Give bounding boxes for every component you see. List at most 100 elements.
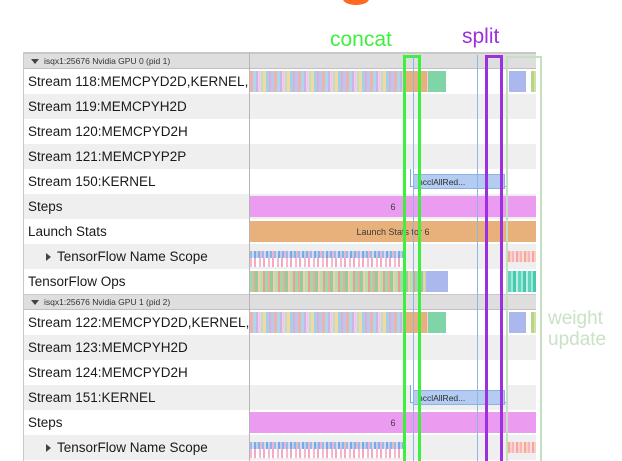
nccl-allreduce-chip[interactable]: ncclAllRed... (413, 390, 505, 405)
event-bar (250, 271, 426, 292)
group-header-1[interactable]: isqx1:25676 Nvidia GPU 1 (pid 2) (24, 294, 536, 310)
timeline-row[interactable]: Stream 124:MEMCPYD2H (24, 360, 536, 385)
launch-stats-bar-label: Launch Stats for 6 (356, 226, 430, 237)
row-track[interactable] (250, 335, 536, 360)
row-label-text: Stream 119:MEMCPYH2D (28, 99, 187, 114)
event-bar (405, 312, 427, 333)
row-label-text: TensorFlow Name Scope (57, 249, 208, 264)
row-label-text: Stream 118:MEMCPYD2D,KERNEL,MI (28, 74, 249, 89)
annotation-split: split (462, 25, 500, 48)
timeline-panel[interactable]: isqx1:25676 Nvidia GPU 0 (pid 1) Stream 1… (23, 52, 536, 461)
row-track[interactable] (250, 269, 536, 294)
timeline-row[interactable]: Steps 6 (24, 410, 536, 435)
row-label-text: Steps (28, 199, 63, 214)
event-bar (531, 71, 536, 92)
row-label[interactable]: TensorFlow Ops (24, 274, 249, 289)
row-track[interactable]: 6 (250, 194, 536, 219)
nccl-allreduce-chip[interactable]: ncclAllRed... (413, 174, 505, 189)
row-label[interactable]: Stream 119:MEMCPYH2D (24, 99, 249, 114)
row-label-text: Stream 124:MEMCPYD2H (28, 365, 188, 380)
event-bar (250, 251, 405, 262)
chevron-down-icon[interactable] (31, 299, 39, 305)
row-label[interactable]: Stream 120:MEMCPYD2H (24, 124, 249, 139)
row-label-text: Stream 120:MEMCPYD2H (28, 124, 188, 139)
row-track[interactable] (250, 310, 536, 335)
nccl-allreduce-chip-label: ncclAllRed... (418, 392, 466, 403)
timeline-row[interactable]: TensorFlow Name Scope (24, 435, 536, 460)
group-header-label: isqx1:25676 Nvidia GPU 0 (pid 1) (44, 56, 171, 66)
event-bar (250, 312, 428, 333)
row-label-text: Stream 123:MEMCPYH2D (28, 340, 188, 355)
nccl-allreduce-chip-label: ncclAllRed... (418, 176, 466, 187)
chevron-down-icon[interactable] (31, 58, 39, 64)
event-bar: Launch Stats for 6 (250, 221, 536, 242)
steps-bar-label: 6 (390, 201, 396, 212)
chevron-right-icon[interactable] (46, 444, 51, 453)
timeline-row[interactable]: Stream 120:MEMCPYD2H (24, 119, 536, 144)
row-label[interactable]: Stream 123:MEMCPYH2D (24, 340, 249, 355)
event-bar (428, 312, 446, 333)
event-bar (508, 251, 536, 262)
row-track[interactable] (250, 360, 536, 385)
row-track[interactable] (250, 94, 536, 119)
group-header-label: isqx1:25676 Nvidia GPU 1 (pid 2) (44, 297, 171, 307)
event-bar (428, 71, 446, 92)
row-track[interactable]: 6 (250, 410, 536, 435)
annotation-concat: concat (330, 28, 392, 51)
row-label[interactable]: TensorFlow Name Scope (24, 249, 249, 264)
event-bar (250, 258, 405, 267)
row-label-text: TensorFlow Ops (28, 274, 126, 289)
row-label-text: Stream 151:KERNEL (28, 390, 156, 405)
annotation-weight-update-line1: weight (548, 308, 603, 329)
row-label[interactable]: Launch Stats (24, 224, 249, 239)
row-label[interactable]: Stream 151:KERNEL (24, 390, 249, 405)
event-bar (531, 312, 536, 333)
timeline-row[interactable]: Stream 121:MEMCPYP2P (24, 144, 536, 169)
row-label[interactable]: Stream 118:MEMCPYD2D,KERNEL,MI (24, 74, 249, 89)
timeline-row[interactable]: Stream 122:MEMCPYD2D,KERNEL,MI (24, 310, 536, 335)
timeline-row[interactable]: Steps 6 (24, 194, 536, 219)
group-header-0[interactable]: isqx1:25676 Nvidia GPU 0 (pid 1) (24, 53, 536, 69)
row-label[interactable]: Stream 121:MEMCPYP2P (24, 149, 249, 164)
row-label-text: Launch Stats (28, 224, 107, 239)
row-label-text: Stream 150:KERNEL (28, 174, 156, 189)
row-track[interactable] (250, 244, 536, 269)
row-label[interactable]: Steps (24, 199, 249, 214)
row-label-text: Stream 122:MEMCPYD2D,KERNEL,MI (28, 315, 249, 330)
event-bar (426, 271, 448, 292)
event-bar (509, 71, 526, 92)
timeline-row[interactable]: Launch Stats Launch Stats for 6 (24, 219, 536, 244)
row-track[interactable] (250, 119, 536, 144)
timeline-row[interactable]: TensorFlow Name Scope (24, 244, 536, 269)
event-bar (405, 71, 427, 92)
row-label[interactable]: Stream 124:MEMCPYD2H (24, 365, 249, 380)
row-track[interactable] (250, 435, 536, 460)
row-track[interactable] (250, 144, 536, 169)
timeline-row[interactable]: Stream 150:KERNEL ncclAllRed... (24, 169, 536, 194)
row-track[interactable]: Launch Stats for 6 (250, 219, 536, 244)
timeline-row[interactable]: Stream 118:MEMCPYD2D,KERNEL,MI (24, 69, 536, 94)
event-bar (508, 442, 536, 453)
event-bar (509, 312, 526, 333)
timeline-row[interactable]: Stream 119:MEMCPYH2D (24, 94, 536, 119)
orange-marker-icon (343, 0, 369, 5)
row-label[interactable]: TensorFlow Name Scope (24, 440, 249, 455)
row-track[interactable]: ncclAllRed... (250, 385, 536, 410)
timeline-row[interactable]: Stream 123:MEMCPYH2D (24, 335, 536, 360)
row-label-text: Steps (28, 415, 63, 430)
event-bar (250, 71, 428, 92)
event-bar (250, 449, 405, 458)
event-bar: 6 (250, 196, 536, 217)
annotation-weight-update: weight update (548, 308, 606, 351)
row-label[interactable]: Stream 150:KERNEL (24, 174, 249, 189)
row-label[interactable]: Stream 122:MEMCPYD2D,KERNEL,MI (24, 315, 249, 330)
row-label-text: Stream 121:MEMCPYP2P (28, 149, 187, 164)
event-bar (508, 271, 536, 292)
row-track[interactable] (250, 69, 536, 94)
row-label[interactable]: Steps (24, 415, 249, 430)
chevron-right-icon[interactable] (46, 253, 51, 262)
timeline-row[interactable]: TensorFlow Ops (24, 269, 536, 294)
timeline-row[interactable]: Stream 151:KERNEL ncclAllRed... (24, 385, 536, 410)
row-track[interactable]: ncclAllRed... (250, 169, 536, 194)
